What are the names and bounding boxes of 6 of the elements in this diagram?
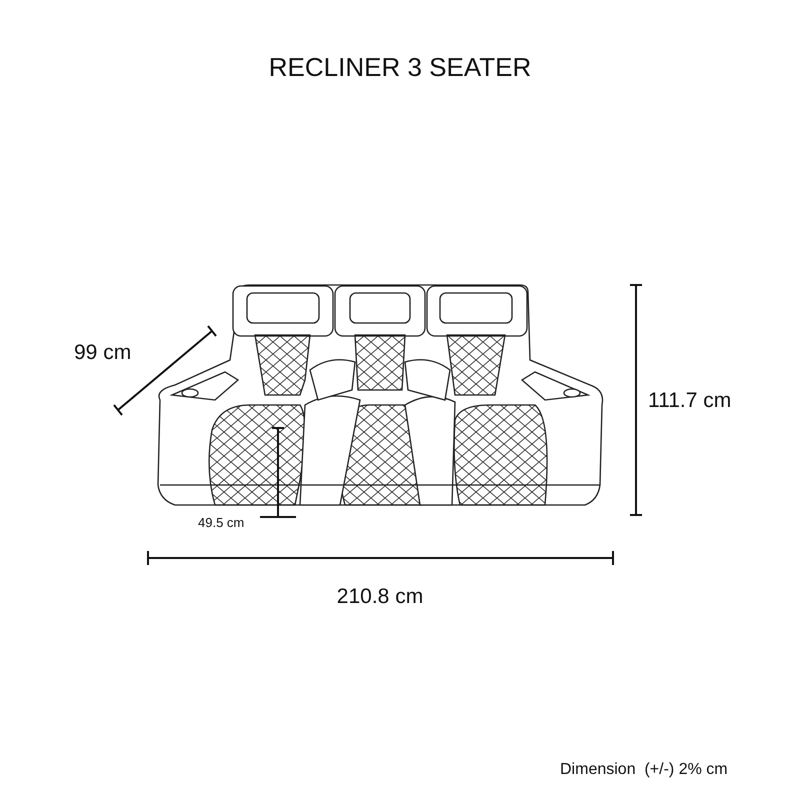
dimension-label: 49.5 cm bbox=[198, 516, 244, 529]
diagram-title: RECLINER 3 SEATER bbox=[268, 54, 532, 80]
dimension-label: 99 cm bbox=[74, 342, 132, 363]
tolerance-note: Dimension (+/-) 2% cm bbox=[560, 762, 728, 778]
dimension-label: 210.8 cm bbox=[336, 586, 424, 607]
dimension-label: 111.7 cm bbox=[648, 390, 732, 411]
